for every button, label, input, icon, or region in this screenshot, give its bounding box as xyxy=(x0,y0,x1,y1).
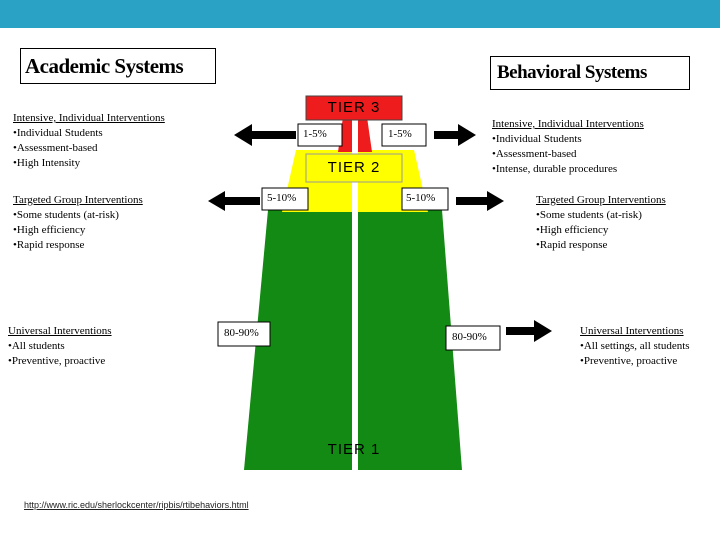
behavioral-pct-tier1: 80-90% xyxy=(452,331,487,343)
tier3-label: TIER 3 xyxy=(327,99,381,116)
list-item: •Rapid response xyxy=(536,239,608,251)
source-link[interactable]: http://www.ric.edu/sherlockcenter/ripbis… xyxy=(24,500,249,510)
behavioral-intensive-block: Intensive, Individual Interventions •Ind… xyxy=(492,117,644,177)
academic-intensive-heading: Intensive, Individual Interventions xyxy=(13,112,165,124)
pct-box-right-tier2 xyxy=(401,187,449,211)
list-item: •High efficiency xyxy=(13,224,86,236)
tier1-label: TIER 1 xyxy=(327,441,381,458)
academic-universal-heading: Universal Interventions xyxy=(8,325,112,337)
academic-targeted-block: Targeted Group Interventions •Some stude… xyxy=(13,193,143,253)
behavioral-intensive-heading: Intensive, Individual Interventions xyxy=(492,118,644,130)
list-item: •Some students (at-risk) xyxy=(536,209,642,221)
list-item: •All settings, all students xyxy=(580,340,690,352)
arrow-right-tier2 xyxy=(456,191,504,211)
pct-box-left-tier3 xyxy=(297,123,343,147)
behavioral-pct-tier3: 1-5% xyxy=(388,128,412,140)
academic-title: Academic Systems xyxy=(20,48,216,84)
list-item: •Intense, durable procedures xyxy=(492,163,618,175)
pct-box-right-tier3 xyxy=(381,123,427,147)
list-item: •Individual Students xyxy=(492,133,582,145)
pct-box-right-tier1 xyxy=(445,325,501,351)
arrow-right-tier1 xyxy=(506,320,552,342)
pct-box-left-tier1 xyxy=(217,321,271,347)
list-item: •Preventive, proactive xyxy=(8,355,106,367)
academic-targeted-heading: Targeted Group Interventions xyxy=(13,194,143,206)
tier3-label-box xyxy=(305,95,403,121)
arrow-left-tier2 xyxy=(208,191,260,211)
pct-box-left-tier2 xyxy=(261,187,309,211)
behavioral-targeted-heading: Targeted Group Interventions xyxy=(536,194,666,206)
list-item: •Assessment-based xyxy=(13,142,98,154)
top-banner-bar xyxy=(0,0,720,28)
arrow-left-tier3 xyxy=(234,124,296,146)
behavioral-universal-heading: Universal Interventions xyxy=(580,325,684,337)
list-item: •Preventive, proactive xyxy=(580,355,678,367)
list-item: •All students xyxy=(8,340,65,352)
academic-intensive-block: Intensive, Individual Interventions •Ind… xyxy=(13,111,165,171)
behavioral-targeted-block: Targeted Group Interventions •Some stude… xyxy=(536,193,666,253)
list-item: •Some students (at-risk) xyxy=(13,209,119,221)
academic-pct-tier1: 80-90% xyxy=(224,327,259,339)
list-item: •Individual Students xyxy=(13,127,103,139)
behavioral-pct-tier2: 5-10% xyxy=(406,192,436,204)
list-item: •High Intensity xyxy=(13,157,81,169)
center-divider xyxy=(352,96,358,470)
academic-universal-block: Universal Interventions •All students •P… xyxy=(8,324,112,369)
tier2-label-box xyxy=(305,153,403,183)
arrow-right-tier3 xyxy=(434,124,476,146)
behavioral-universal-block: Universal Interventions •All settings, a… xyxy=(580,324,690,369)
behavioral-title: Behavioral Systems xyxy=(490,56,690,90)
list-item: •Assessment-based xyxy=(492,148,577,160)
academic-pct-tier3: 1-5% xyxy=(303,128,327,140)
list-item: •Rapid response xyxy=(13,239,85,251)
academic-pct-tier2: 5-10% xyxy=(267,192,297,204)
list-item: •High efficiency xyxy=(536,224,609,236)
tier2-label: TIER 2 xyxy=(327,159,381,176)
